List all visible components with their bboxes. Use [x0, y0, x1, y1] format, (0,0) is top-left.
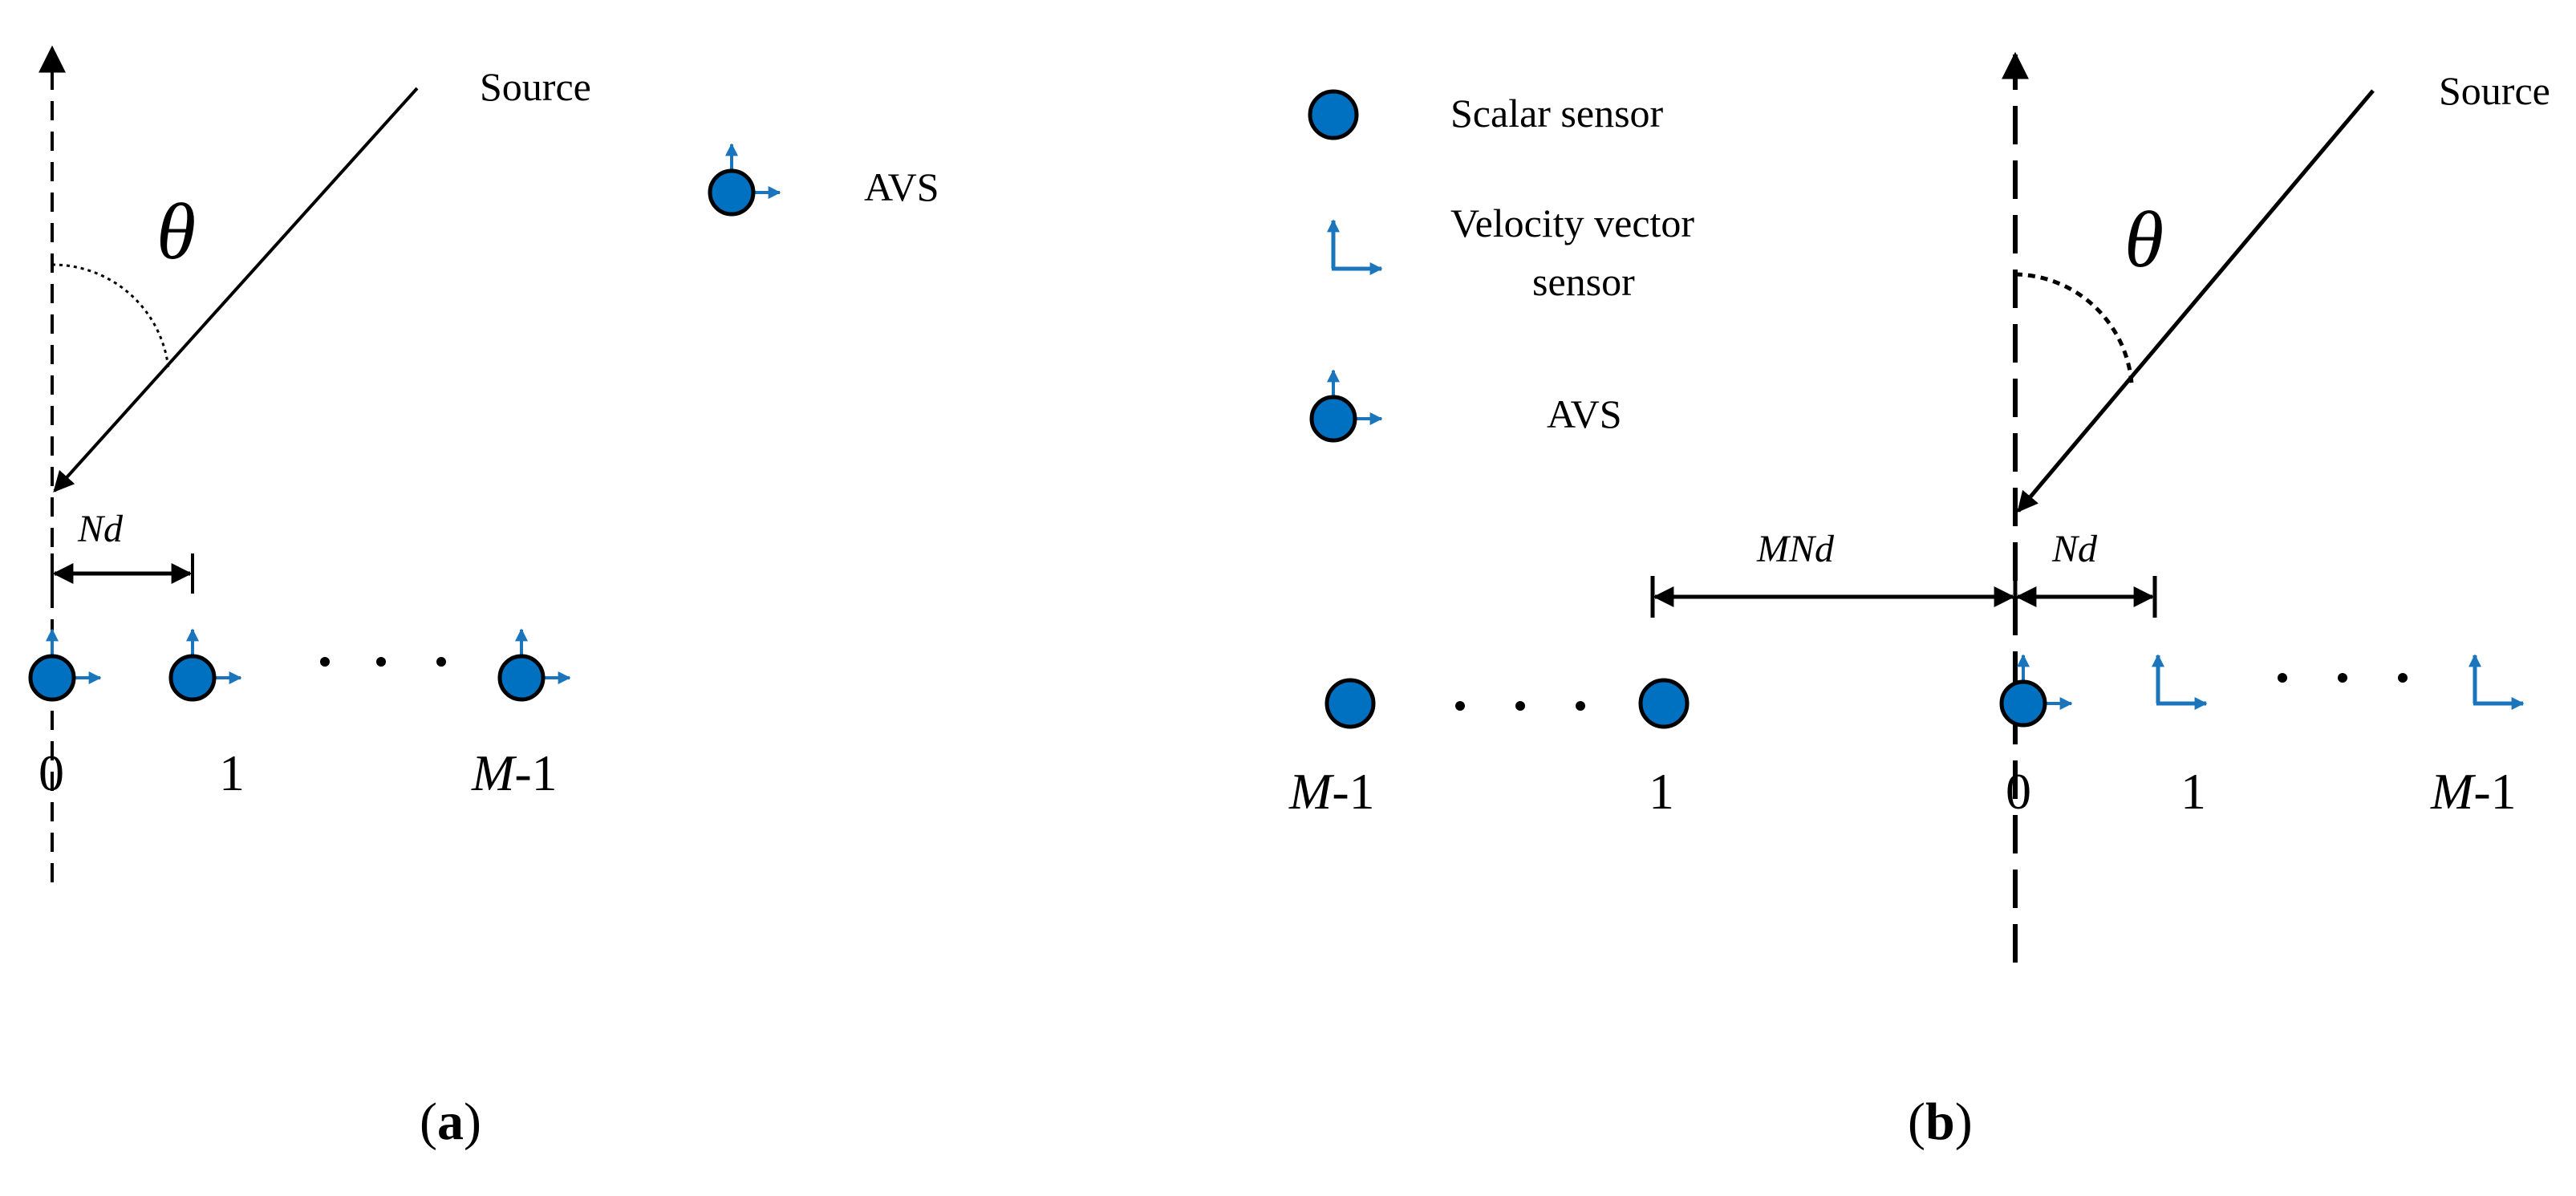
panel-b-index-1: 1 [2180, 763, 2206, 820]
panel-b-index-0: 0 [2006, 763, 2031, 820]
panel-b-legend-scalar-label: Scalar sensor [1450, 91, 1664, 136]
panel-b-avs-0 [2002, 655, 2071, 725]
panel-b-spacing-left-label: MNd [1756, 528, 1835, 570]
panel-b-scalar-m1 [1327, 680, 1373, 727]
panel-a-avs-m1 [500, 630, 570, 699]
panel-b-legend-avs-icon [1312, 371, 1381, 440]
panel-a-spacing-label: Nd [77, 508, 124, 550]
panel-b-angle-arc [2014, 272, 2134, 384]
panel-a-caption: (a) [420, 1093, 481, 1151]
panel-a-index-0: 0 [39, 744, 64, 801]
panel-b-index-m1: M-1 [2430, 763, 2517, 820]
panel-a-index-m1: M-1 [471, 744, 558, 801]
panel-a-legend-avs-icon [710, 144, 780, 214]
panel-b-legend-velocity-line2: sensor [1532, 259, 1635, 304]
panel-a-source-label: Source [480, 64, 591, 109]
panel-a-angle-label: θ [156, 187, 196, 276]
panel-b-source-ray [2017, 89, 2375, 513]
panel-b-angle-label: θ [2124, 195, 2164, 284]
panel-b-spacing-right-label: Nd [2051, 528, 2098, 570]
panel-a-source-ray [53, 87, 419, 493]
panel-b-scalar-1 [1641, 680, 1687, 727]
panel-b-vvs-1 [2156, 655, 2206, 703]
panel-b-legend-velocity-icon [1332, 221, 1381, 269]
panel-b-vvs-m1 [2473, 655, 2523, 703]
panel-b: Scalar sensor Velocity vector sensor AVS [1288, 51, 2550, 1151]
panel-a-legend-avs-label: AVS [864, 164, 939, 209]
panel-b-source-label: Source [2439, 68, 2550, 113]
panel-b-legend-velocity-line1: Velocity vector [1450, 201, 1694, 245]
panel-a-angle-arc [51, 263, 170, 370]
panel-b-legend-avs-label: AVS [1547, 391, 1622, 436]
panel-a: Source θ Nd AVS 0 1 M-1 (a) [30, 45, 939, 1151]
panel-b-index-left-m1: M-1 [1288, 763, 1375, 820]
panel-b-caption: (b) [1908, 1093, 1973, 1151]
panel-b-legend-scalar-icon [1310, 91, 1357, 138]
panel-a-index-1: 1 [219, 744, 245, 801]
panel-b-index-left-1: 1 [1649, 763, 1674, 820]
panel-a-avs-1 [171, 630, 241, 699]
panel-a-avs-0 [30, 630, 100, 699]
